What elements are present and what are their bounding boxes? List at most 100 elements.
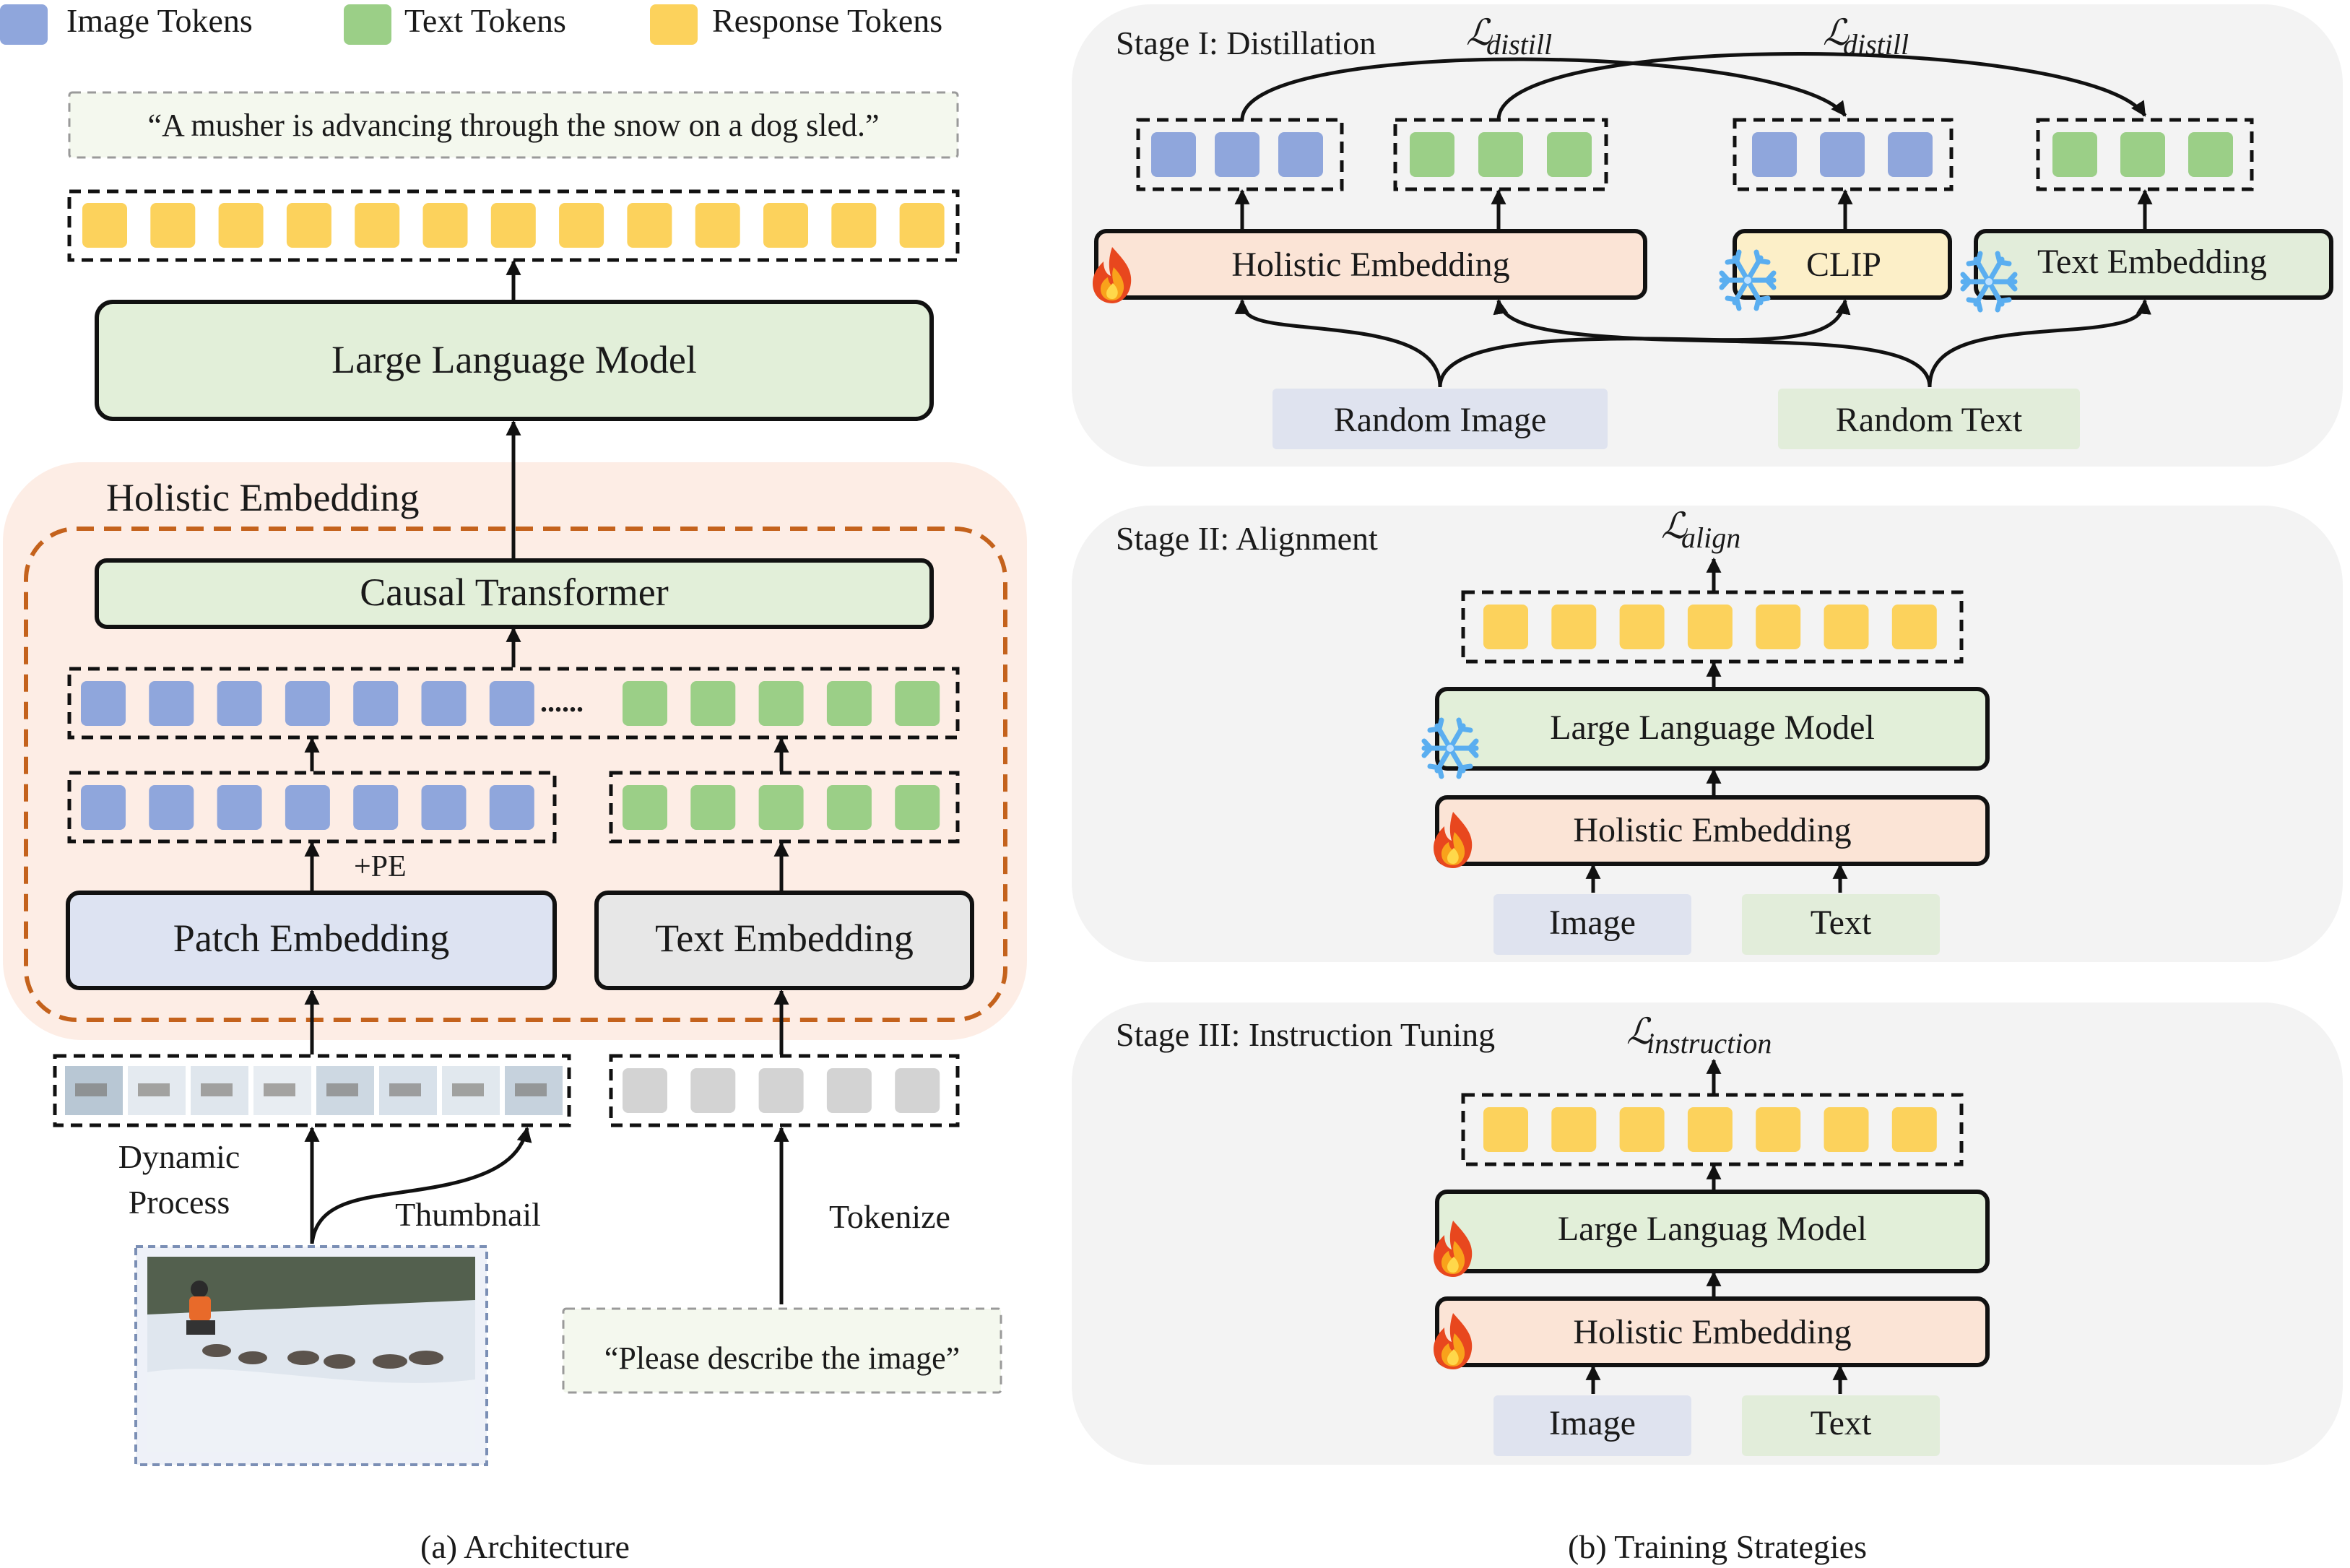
prompt-box: [562, 1307, 1002, 1394]
image-token: [217, 681, 262, 726]
stage1-arrow-text-to-holistic: [1493, 298, 1932, 388]
svg-text:ℒ: ℒ: [1466, 12, 1493, 53]
raw-token: [623, 1068, 667, 1113]
stage2-llm-label: Large Language Model: [1550, 709, 1875, 747]
response-token: [1551, 605, 1597, 649]
svg-text:ℒ: ℒ: [1661, 506, 1688, 546]
stage3-image-label: Image: [1549, 1404, 1636, 1442]
image-token: [1278, 132, 1323, 177]
stage3-token-squares: [1483, 1107, 1937, 1152]
image-token: [489, 785, 534, 830]
stage1-panel: [1072, 4, 2343, 467]
response-text-box: [68, 91, 959, 159]
response-token: [1619, 605, 1665, 649]
response-token: [355, 203, 400, 248]
legend-response-swatch: [650, 4, 698, 45]
input-photo: [134, 1245, 488, 1466]
stage1-clip-label: CLIP: [1806, 246, 1881, 284]
llm-label: Large Language Model: [331, 338, 697, 381]
stage1-random-image-label: Random Image: [1334, 401, 1547, 439]
image-patch-detail: [326, 1083, 358, 1096]
text-embedding-label: Text Embedding: [655, 917, 914, 960]
text-token: [690, 681, 736, 726]
image-token: [1820, 132, 1865, 177]
patch-embedding-box: [66, 891, 557, 990]
response-token: [490, 203, 536, 248]
stage3-title: Stage III: Instruction Tuning: [1116, 1016, 1495, 1053]
raw-token: [690, 1068, 736, 1113]
image-patch-detail: [75, 1083, 107, 1096]
holistic-embedding-title: Holistic Embedding: [106, 476, 419, 519]
raw-token: [826, 1068, 872, 1113]
image-token: [489, 681, 534, 726]
stage3-loss-subscript: instruction: [1647, 1027, 1772, 1060]
stage1-token-squares: [1151, 132, 2233, 177]
text-token: [1547, 132, 1592, 177]
stage2-text-chip: [1742, 894, 1940, 955]
stage3-holistic-box: [1435, 1296, 1990, 1367]
combined-token-row: [81, 681, 940, 726]
stage1-title: Stage I: Distillation: [1116, 25, 1376, 61]
training-caption: (b) Training Strategies: [1568, 1528, 1867, 1565]
image-token: [421, 681, 467, 726]
image-token: [81, 785, 126, 830]
text-token: [2120, 132, 2165, 177]
text-token: [826, 681, 872, 726]
tokenize-label: Tokenize: [829, 1198, 950, 1235]
stage2-token-squares: [1483, 605, 1937, 649]
response-token: [150, 203, 196, 248]
response-token: [286, 203, 331, 248]
image-patch-detail: [515, 1083, 547, 1096]
response-token: [218, 203, 264, 248]
stage1-random-text-label: Random Text: [1836, 401, 2023, 439]
stage2-image-label: Image: [1549, 904, 1636, 942]
response-token: [1756, 605, 1801, 649]
stage3-holistic-label: Holistic Embedding: [1573, 1313, 1851, 1351]
response-token: [422, 203, 468, 248]
token-ellipsis: ......: [540, 685, 584, 718]
architecture-panel: “A musher is advancing through the snow …: [3, 91, 1027, 1565]
causal-transformer-label: Causal Transformer: [360, 571, 668, 614]
dynamic-process-label-line2: Process: [129, 1184, 230, 1221]
stage1-distill-arc-image: [1240, 57, 1847, 121]
raw-token-row: [623, 1068, 940, 1113]
response-text: “A musher is advancing through the snow …: [147, 108, 879, 143]
image-token: [285, 681, 330, 726]
image-patch-detail: [201, 1083, 233, 1096]
response-token-row: [82, 203, 945, 248]
response-token: [1483, 1107, 1528, 1152]
text-token: [758, 785, 804, 830]
stage1-random-image-chip: [1272, 389, 1608, 449]
stage1-loss-1: ℒ distill: [1466, 12, 1552, 61]
image-token: [353, 681, 399, 726]
stage1-distill-arc-text: [1496, 52, 2147, 121]
image-token: [149, 681, 194, 726]
patch-embedding-label: Patch Embedding: [173, 917, 449, 960]
stage2-image-chip: [1493, 894, 1691, 955]
response-token: [695, 203, 740, 248]
stage2-title: Stage II: Alignment: [1116, 520, 1378, 557]
text-token: [758, 681, 804, 726]
image-token: [1752, 132, 1797, 177]
prompt-text: “Please describe the image”: [604, 1340, 960, 1376]
raw-token: [758, 1068, 804, 1113]
text-token: [2052, 132, 2097, 177]
text-token: [690, 785, 736, 830]
text-token: [895, 785, 940, 830]
legend-image-label: Image Tokens: [66, 2, 253, 39]
stage3-text-label: Text: [1811, 1404, 1872, 1442]
stage3-text-chip: [1742, 1395, 1940, 1456]
image-patch-detail: [452, 1083, 484, 1096]
stage1-arrow-image-to-holistic: [1234, 298, 1442, 388]
legend-text-swatch: [344, 4, 391, 45]
stage1-text-embed-label: Text Embedding: [2037, 243, 2267, 281]
text-token: [2188, 132, 2233, 177]
image-patch-strip: [65, 1066, 563, 1115]
pe-label: +PE: [354, 850, 407, 883]
image-token: [149, 785, 194, 830]
response-token: [763, 203, 808, 248]
image-token: [353, 785, 399, 830]
legend-response-label: Response Tokens: [712, 2, 942, 39]
response-token: [1687, 1107, 1733, 1152]
